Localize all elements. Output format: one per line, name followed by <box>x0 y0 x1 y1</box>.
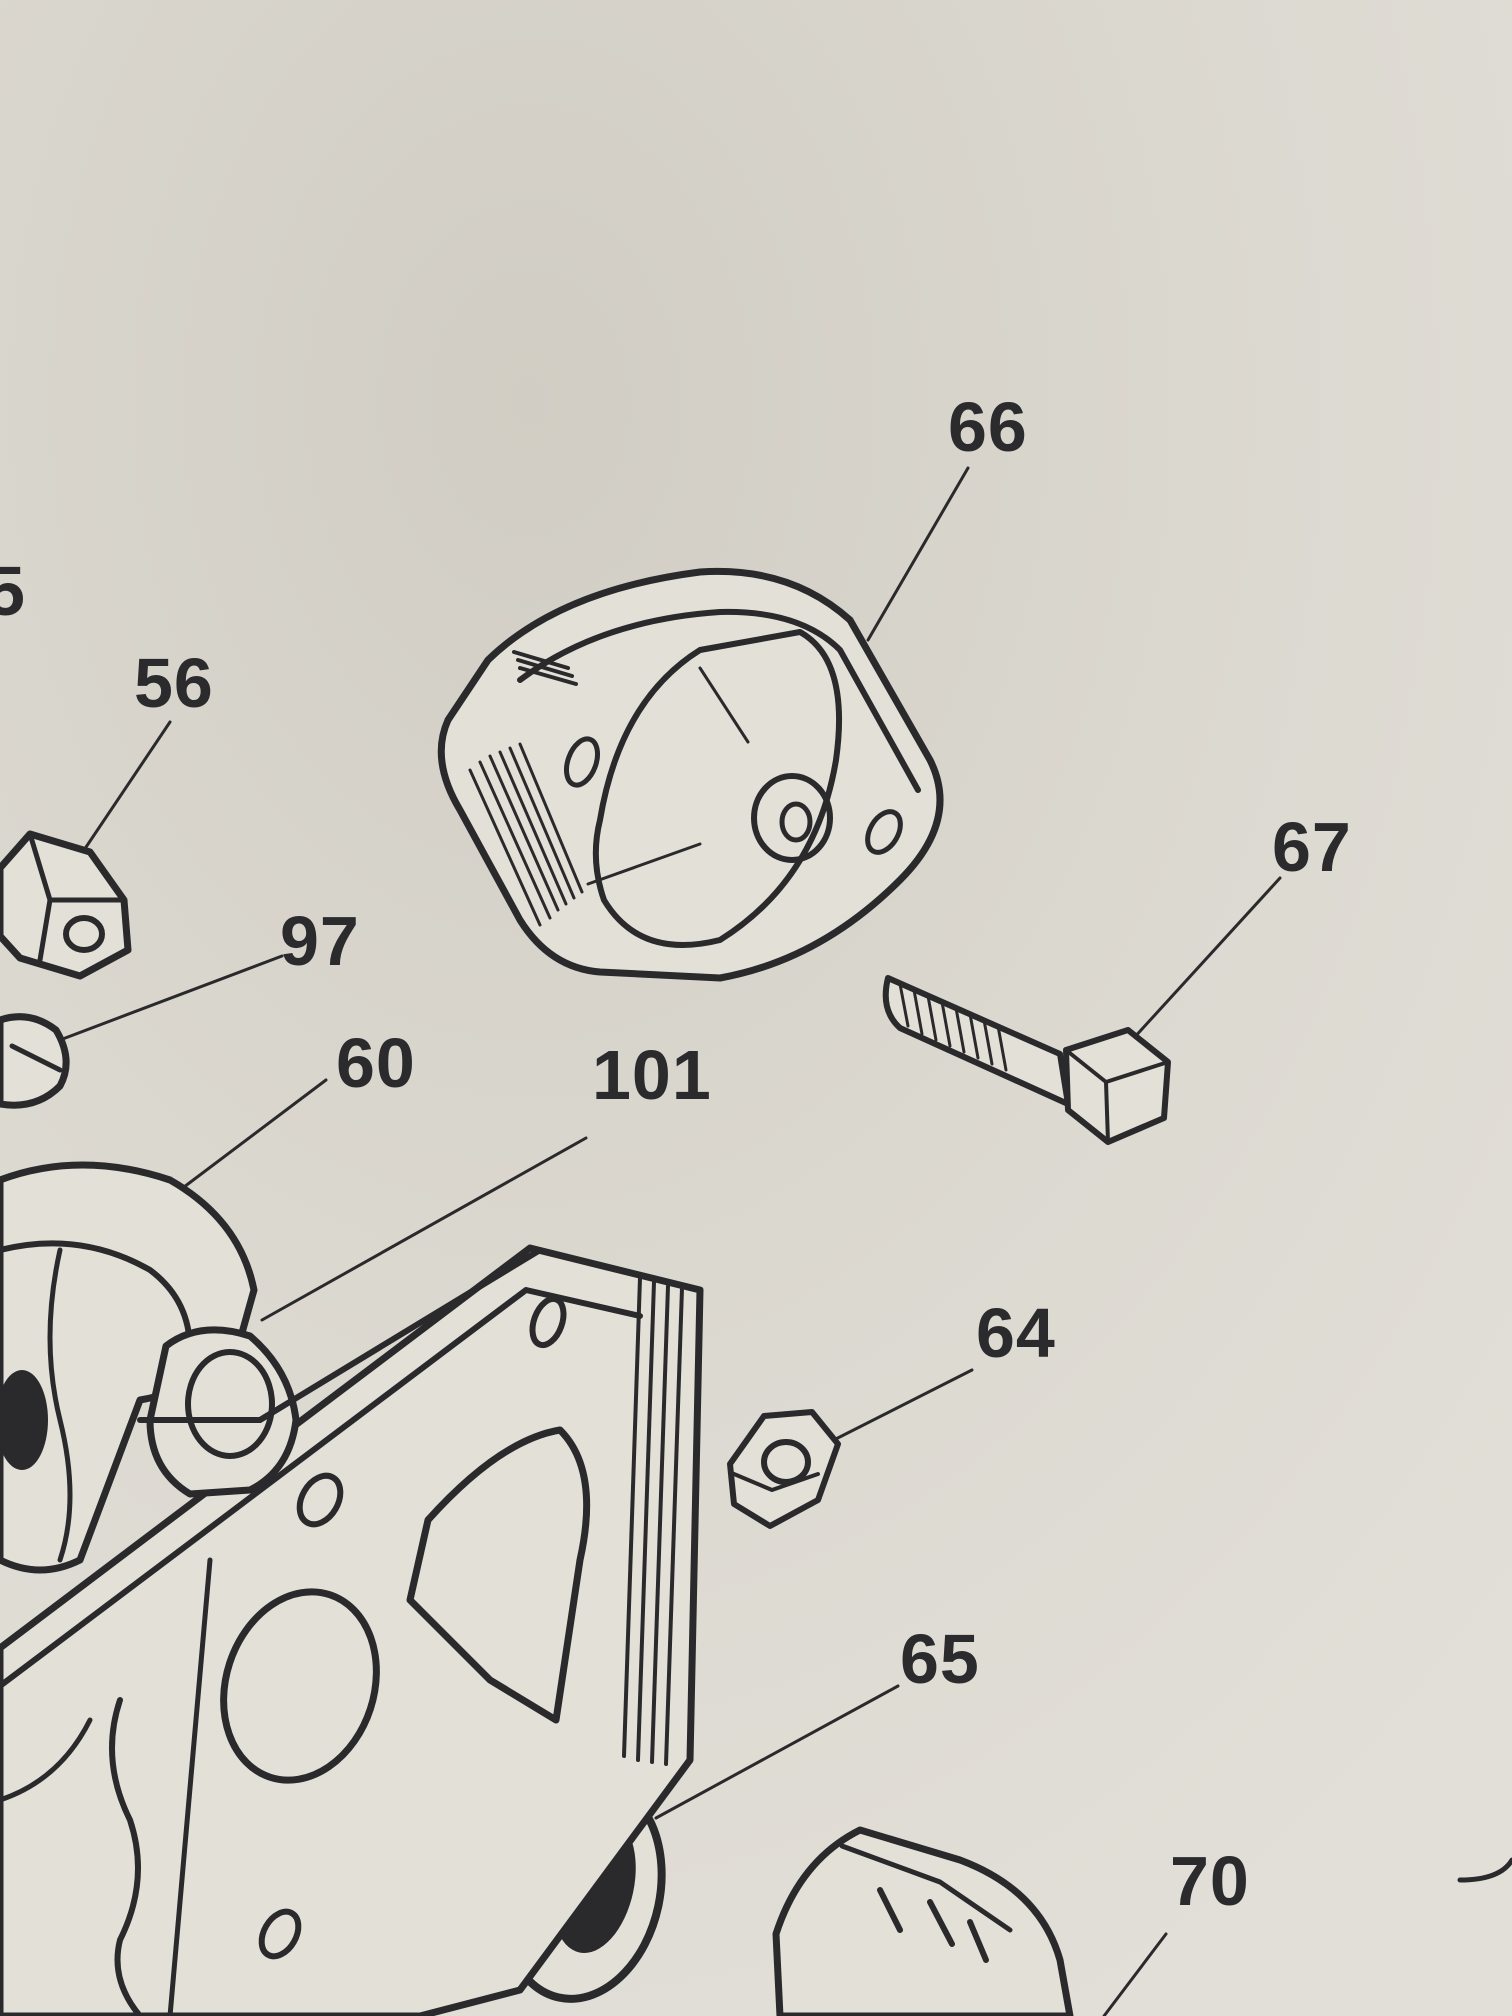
callout-60: 60 <box>336 1024 416 1102</box>
callout-70: 70 <box>1170 1842 1250 1920</box>
callout-65: 65 <box>900 1620 980 1698</box>
part-56-nut <box>0 830 132 980</box>
callout-64: 64 <box>976 1294 1056 1372</box>
part-60-ring <box>0 1161 258 1574</box>
leader-line-60 <box>178 1078 328 1192</box>
callout-97: 97 <box>280 902 360 980</box>
main-housing-plate <box>0 1244 704 2016</box>
callout-56: 56 <box>134 644 214 722</box>
part-97-screw <box>0 1013 70 1109</box>
leader-line-64 <box>816 1368 974 1450</box>
part-66-cover <box>437 567 944 982</box>
callout-101: 101 <box>592 1036 712 1114</box>
leader-lines <box>58 466 1282 2016</box>
leader-line-97 <box>58 954 284 1042</box>
part-67-bolt <box>882 975 1171 1145</box>
callout-partial-left: 5 <box>0 552 26 630</box>
part-70-knob <box>772 1826 1512 2016</box>
part-64-nut <box>727 1409 841 1529</box>
callout-67: 67 <box>1272 808 1352 886</box>
part-101-shaft <box>137 1247 543 1498</box>
leader-line-67 <box>1130 876 1282 1042</box>
leader-line-66 <box>866 466 970 642</box>
leader-line-56 <box>74 720 172 864</box>
leader-line-65 <box>654 1684 900 1820</box>
callout-66: 66 <box>948 388 1028 466</box>
leader-line-101 <box>260 1136 588 1322</box>
leader-line-70 <box>1102 1932 1168 2016</box>
